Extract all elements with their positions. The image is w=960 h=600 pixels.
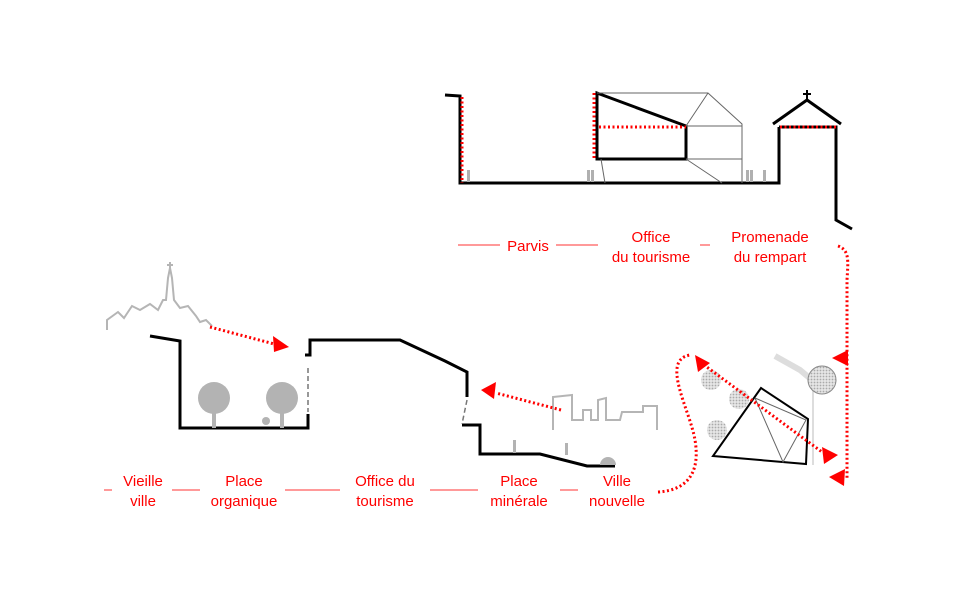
view-arrow-old-town	[209, 325, 279, 347]
tree-icons	[198, 382, 616, 465]
label-office-line1: Office	[632, 229, 671, 246]
label-office-tourisme-2: tourisme	[356, 493, 414, 510]
view-arrow-new-town	[495, 391, 562, 412]
arrow-head-icon	[695, 355, 710, 372]
tower-cross-icon	[803, 90, 811, 100]
arrow-head-icon	[832, 350, 848, 366]
bottom-section: Vieille ville Place organique Office du …	[104, 262, 658, 510]
top-section: Parvis Office du tourisme Promenade du r…	[444, 90, 853, 266]
old-town-skyline	[106, 262, 213, 330]
label-office-line2: du tourisme	[612, 249, 690, 266]
mineral-square-section	[462, 423, 615, 468]
route-diagonal	[699, 360, 823, 454]
arrow-head-icon	[822, 447, 838, 464]
route-vertical	[837, 244, 850, 478]
office-roof-section	[305, 338, 469, 397]
plan-inner-lines	[754, 397, 807, 464]
label-promenade-line1: Promenade	[731, 229, 809, 246]
label-parvis: Parvis	[507, 238, 549, 255]
label-place-organique-1: Place	[225, 473, 263, 490]
label-promenade-line2: du rempart	[734, 249, 807, 266]
parvis-section-line	[444, 93, 781, 185]
label-ville-nouvelle-2: nouvelle	[589, 493, 645, 510]
building-context-lines	[597, 92, 743, 184]
arrow-head-icon	[273, 336, 289, 352]
site-plan	[657, 244, 850, 494]
tree-plan-icon	[707, 420, 727, 440]
office-tourism-plan	[711, 386, 810, 466]
label-place-minerale-1: Place	[500, 473, 538, 490]
label-place-minerale-2: minérale	[490, 493, 548, 510]
red-path-markers	[460, 93, 836, 183]
label-place-organique-2: organique	[211, 493, 278, 510]
people-silhouettes	[467, 170, 766, 182]
tree-plan-icon	[701, 370, 721, 390]
new-town-skyline	[552, 393, 658, 430]
route-curve	[657, 353, 698, 494]
roundabout	[807, 365, 837, 395]
label-vieille-ville-1: Vieille	[123, 473, 163, 490]
glass-opening-2	[461, 399, 468, 425]
path-trace	[773, 353, 814, 383]
tree-plan-icon	[729, 389, 749, 409]
organic-square-section	[149, 334, 310, 430]
label-vieille-ville-2: ville	[130, 493, 156, 510]
rampart-tower	[772, 98, 853, 231]
arrow-head-icon	[481, 382, 496, 399]
label-ville-nouvelle-1: Ville	[603, 473, 631, 490]
label-office-tourisme-1: Office du	[355, 473, 415, 490]
arrow-head-icon	[829, 469, 845, 486]
